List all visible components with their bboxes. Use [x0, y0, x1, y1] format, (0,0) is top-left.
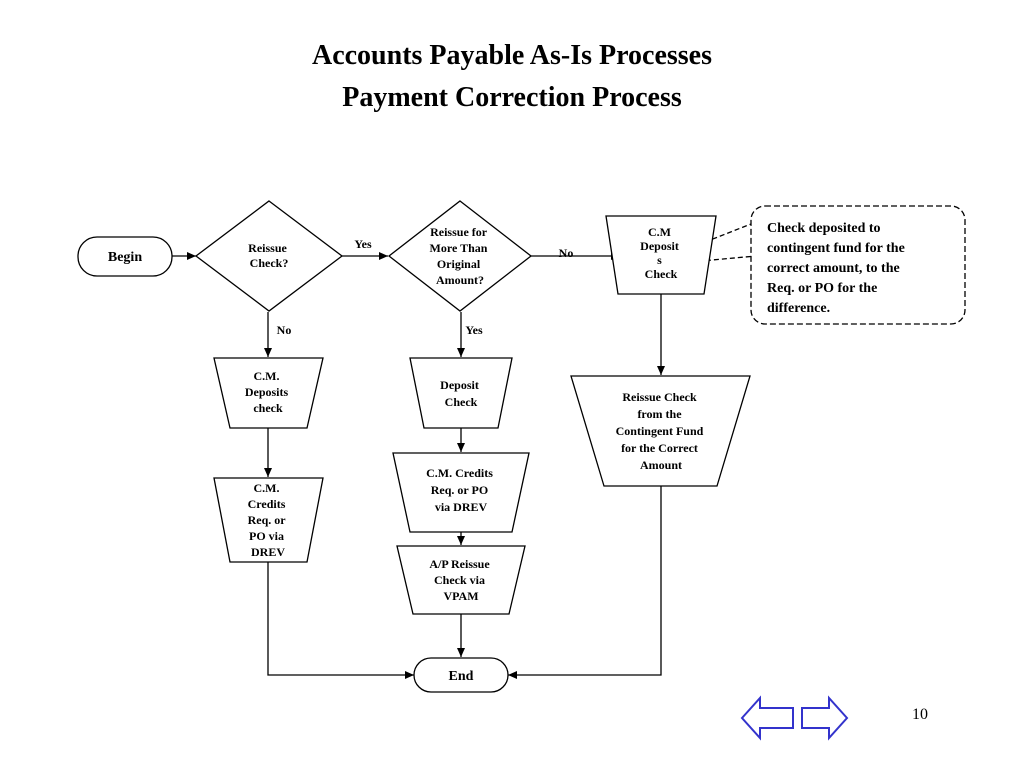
- deposit-check-label: Deposit Check: [440, 378, 482, 409]
- deposit-check-node: [409, 357, 513, 429]
- end-node: [413, 657, 509, 693]
- edge-cmcredits-end: [267, 562, 414, 679]
- begin-node: [77, 236, 173, 277]
- end-label: End: [449, 669, 474, 684]
- edge-reissuecontingent-end: [508, 486, 662, 679]
- cm-deposits-check-right-node: [605, 215, 717, 295]
- begin-label: Begin: [108, 250, 142, 265]
- cm-credits-left-node: [213, 477, 324, 563]
- cm-deposits-check-left-label: C.M. Deposits check: [245, 369, 291, 415]
- ap-reissue-label: A/P Reissue Check via VPAM: [429, 557, 492, 603]
- cm-credits-middle-label: C.M. Credits Req. or PO via DREV: [426, 466, 496, 514]
- note-box: [750, 205, 966, 325]
- slide-title-line2: Payment Correction Process: [342, 82, 682, 113]
- forward-arrow-button[interactable]: [801, 695, 849, 741]
- reissue-contingent-node: [570, 375, 751, 487]
- back-arrow-icon[interactable]: [740, 695, 794, 741]
- more-than-decision-label: Reissue for More Than Original Amount?: [430, 225, 491, 287]
- note-text: Check deposited to contingent fund for t…: [767, 221, 908, 316]
- cm-deposits-check-right-label: C.M Deposit s Check: [640, 225, 682, 281]
- edge-label-no-top: No: [559, 246, 574, 260]
- back-arrow-button[interactable]: [740, 695, 794, 741]
- slide-title-line1: Accounts Payable As-Is Processes: [311, 40, 712, 71]
- ap-reissue-node: [396, 545, 526, 615]
- edge-label-yes-middle: Yes: [465, 323, 483, 337]
- cm-credits-middle-node: [392, 452, 530, 533]
- page-number: 10: [912, 706, 928, 723]
- edge-label-yes-top: Yes: [354, 237, 372, 251]
- forward-arrow-icon[interactable]: [801, 695, 849, 741]
- cm-credits-left-label: C.M. Credits Req. or PO via DREV: [248, 481, 289, 559]
- edge-label-no-left: No: [277, 323, 292, 337]
- more-than-decision: [387, 200, 533, 312]
- reissue-decision-label: Reissue Check?: [248, 241, 290, 270]
- reissue-contingent-label: Reissue Check from the Contingent Fund f…: [616, 390, 707, 472]
- cm-deposits-check-left-node: [213, 357, 324, 429]
- reissue-decision: [194, 200, 344, 312]
